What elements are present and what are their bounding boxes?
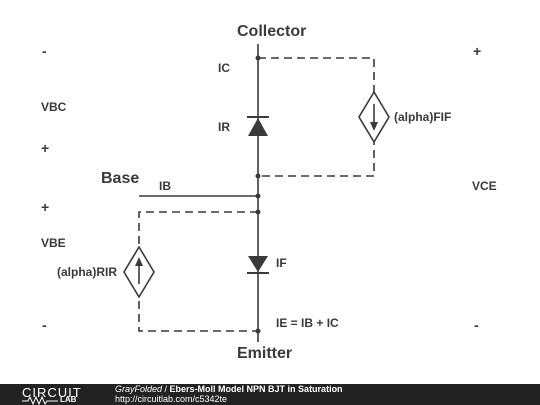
junction-dot-icon	[255, 55, 261, 61]
junction-dot-icon	[255, 173, 261, 179]
vce-plus-sign: +	[473, 43, 482, 59]
footer-bar: CIRCUIT LAB GrayFolded / Ebers-Moll Mode…	[0, 384, 540, 405]
title-separator: /	[162, 384, 170, 394]
junction-dot-icon	[255, 193, 261, 199]
junction-dot-icon	[255, 209, 261, 215]
logo-text-bottom: LAB	[60, 395, 77, 404]
current-source-icon	[123, 245, 155, 299]
current-arrow-down-icon	[370, 104, 378, 131]
diode-icon	[247, 116, 269, 136]
current-arrow-up-icon	[135, 257, 143, 284]
if-label: IF	[276, 256, 287, 270]
emitter-label: Emitter	[237, 345, 293, 362]
forward-source-loop	[258, 57, 375, 177]
vbe-label: VBE	[41, 236, 66, 250]
current-source-icon	[358, 90, 390, 144]
circuit-schematic	[123, 44, 390, 342]
author-name[interactable]: GrayFolded	[115, 384, 163, 394]
circuitlab-logo[interactable]: CIRCUIT LAB	[22, 385, 94, 405]
vbc-label: VBC	[41, 100, 67, 114]
vbc-plus-sign: +	[41, 140, 50, 156]
collector-label: Collector	[237, 23, 307, 40]
diode-icon	[247, 256, 269, 274]
alpha-rir-label: (alpha)RIR	[57, 265, 117, 279]
circuit-title-line: GrayFolded / Ebers-Moll Model NPN BJT in…	[115, 385, 343, 394]
reverse-source-loop	[138, 211, 258, 332]
ir-label: IR	[218, 120, 230, 134]
logo-text-top: CIRCUIT	[22, 385, 82, 400]
vce-minus-sign: -	[474, 317, 479, 333]
vbe-plus-sign: +	[41, 199, 50, 215]
junction-dot-icon	[255, 328, 261, 334]
vbe-minus-sign: -	[42, 317, 47, 333]
base-label: Base	[101, 170, 140, 187]
vbc-minus-sign: -	[42, 43, 47, 59]
resistor-icon	[22, 396, 58, 405]
circuit-title: Ebers-Moll Model NPN BJT in Saturation	[169, 384, 343, 394]
alpha-fif-label: (alpha)FIF	[394, 110, 452, 124]
ic-label: IC	[218, 61, 230, 75]
ib-label: IB	[159, 179, 171, 193]
ie-equation-label: IE = IB + IC	[276, 316, 339, 330]
circuit-url[interactable]: http://circuitlab.com/c5342te	[115, 394, 228, 404]
vce-label: VCE	[472, 179, 497, 193]
